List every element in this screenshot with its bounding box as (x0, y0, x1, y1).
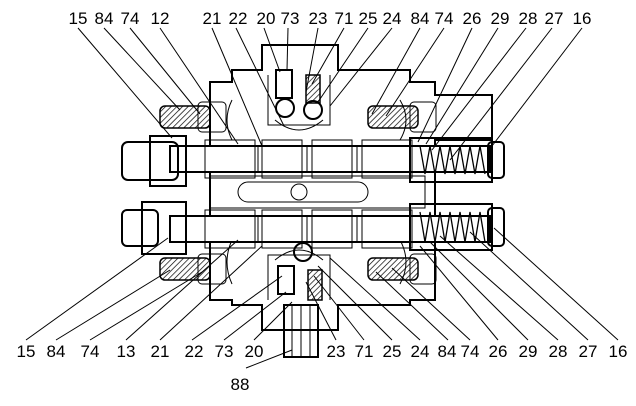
relief-valves (159, 101, 437, 285)
label-84-top: 84 (95, 9, 114, 28)
label-20-top: 20 (257, 9, 276, 28)
label-15-bottom: 15 (17, 342, 36, 361)
label-27-bottom: 27 (579, 342, 598, 361)
left-end-caps (121, 135, 187, 255)
label-22-bottom: 22 (185, 342, 204, 361)
label-15-top: 15 (69, 9, 88, 28)
check-valves (275, 69, 323, 301)
label-27-top: 27 (545, 9, 564, 28)
label-16-bottom: 16 (609, 342, 628, 361)
label-29-bottom: 29 (519, 342, 538, 361)
label-24-top: 24 (383, 9, 402, 28)
label-28-bottom: 28 (549, 342, 568, 361)
label-88: 88 (231, 375, 250, 394)
label-73-top: 73 (281, 9, 300, 28)
label-74-bottom: 74 (81, 342, 100, 361)
valve-body (209, 44, 493, 331)
label-74b-bottom: 74 (461, 342, 480, 361)
label-12-top: 12 (151, 9, 170, 28)
label-71-top: 71 (335, 9, 354, 28)
label-74b-top: 74 (435, 9, 454, 28)
right-spring-chambers (409, 137, 505, 251)
label-24-bottom: 24 (411, 342, 430, 361)
label-20-bottom: 20 (245, 342, 264, 361)
label-13-bottom: 13 (117, 342, 136, 361)
label-73-bottom: 73 (215, 342, 234, 361)
label-16-top: 16 (573, 9, 592, 28)
label-84b-top: 84 (411, 9, 430, 28)
label-22-top: 22 (229, 9, 248, 28)
label-26-top: 26 (463, 9, 482, 28)
label-25-bottom: 25 (383, 342, 402, 361)
top-leader-lines (77, 27, 583, 161)
top-labels: 15 84 74 12 21 22 20 73 23 71 25 24 84 7… (69, 9, 592, 28)
label-29-top: 29 (491, 9, 510, 28)
port-connector (283, 304, 319, 358)
label-21-bottom: 21 (151, 342, 170, 361)
lower-spool (169, 209, 491, 249)
label-25-top: 25 (359, 9, 378, 28)
label-23-top: 23 (309, 9, 328, 28)
label-28-top: 28 (519, 9, 538, 28)
label-23-bottom: 23 (327, 342, 346, 361)
label-84b-bottom: 84 (438, 342, 457, 361)
bottom-labels: 15 84 74 13 21 22 73 20 23 71 25 24 84 7… (17, 342, 628, 394)
bottom-leader-lines (25, 227, 619, 369)
label-26-bottom: 26 (489, 342, 508, 361)
label-71-bottom: 71 (355, 342, 374, 361)
label-84-bottom: 84 (47, 342, 66, 361)
label-21-top: 21 (203, 9, 222, 28)
label-74-top: 74 (121, 9, 140, 28)
